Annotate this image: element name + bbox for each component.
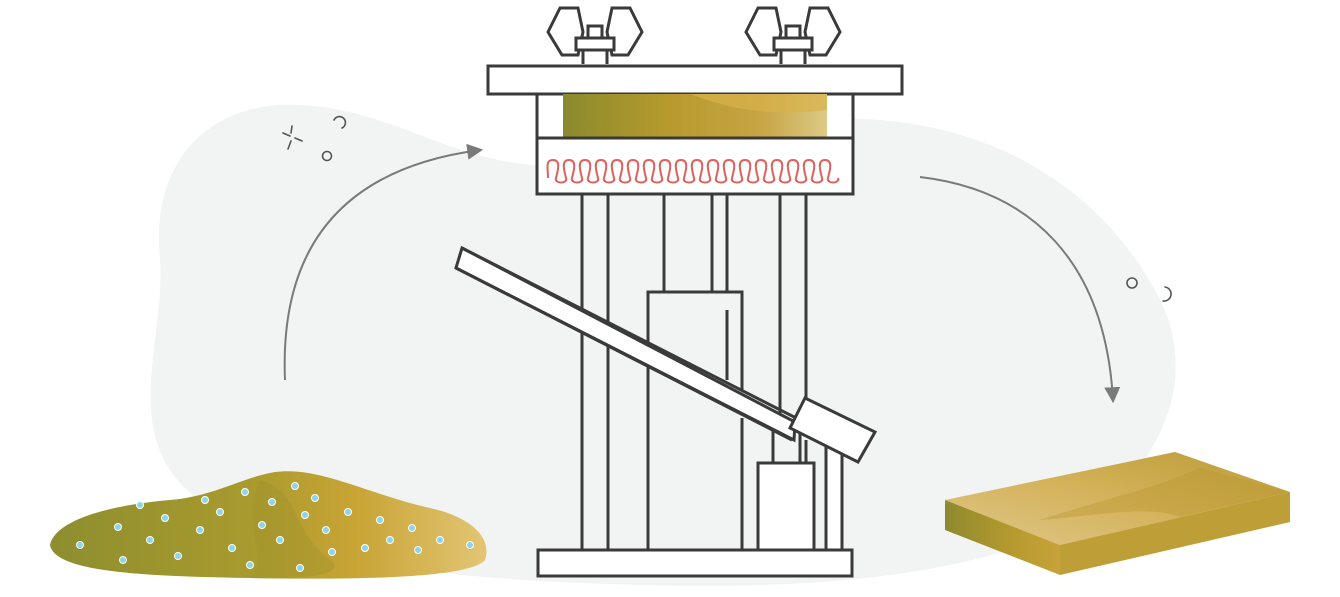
- press-lever: [454, 245, 878, 464]
- raw-material-pile: [50, 471, 487, 579]
- heat-press: [454, 6, 904, 578]
- wing-nut-right: [744, 6, 842, 64]
- press-base: [536, 548, 854, 578]
- top-platen-bar: [486, 64, 904, 96]
- arrow-out-of-press: [919, 176, 1121, 404]
- background-blob: [150, 104, 1176, 586]
- pressed-board: [945, 452, 1290, 575]
- heating-coil: [546, 158, 840, 184]
- resin-dots: [76, 482, 474, 572]
- sparkle-decor-right: [1126, 277, 1172, 302]
- sparkle-decor-left: [282, 115, 347, 162]
- wing-nut-left: [546, 6, 644, 64]
- arrow-into-press: [283, 143, 484, 381]
